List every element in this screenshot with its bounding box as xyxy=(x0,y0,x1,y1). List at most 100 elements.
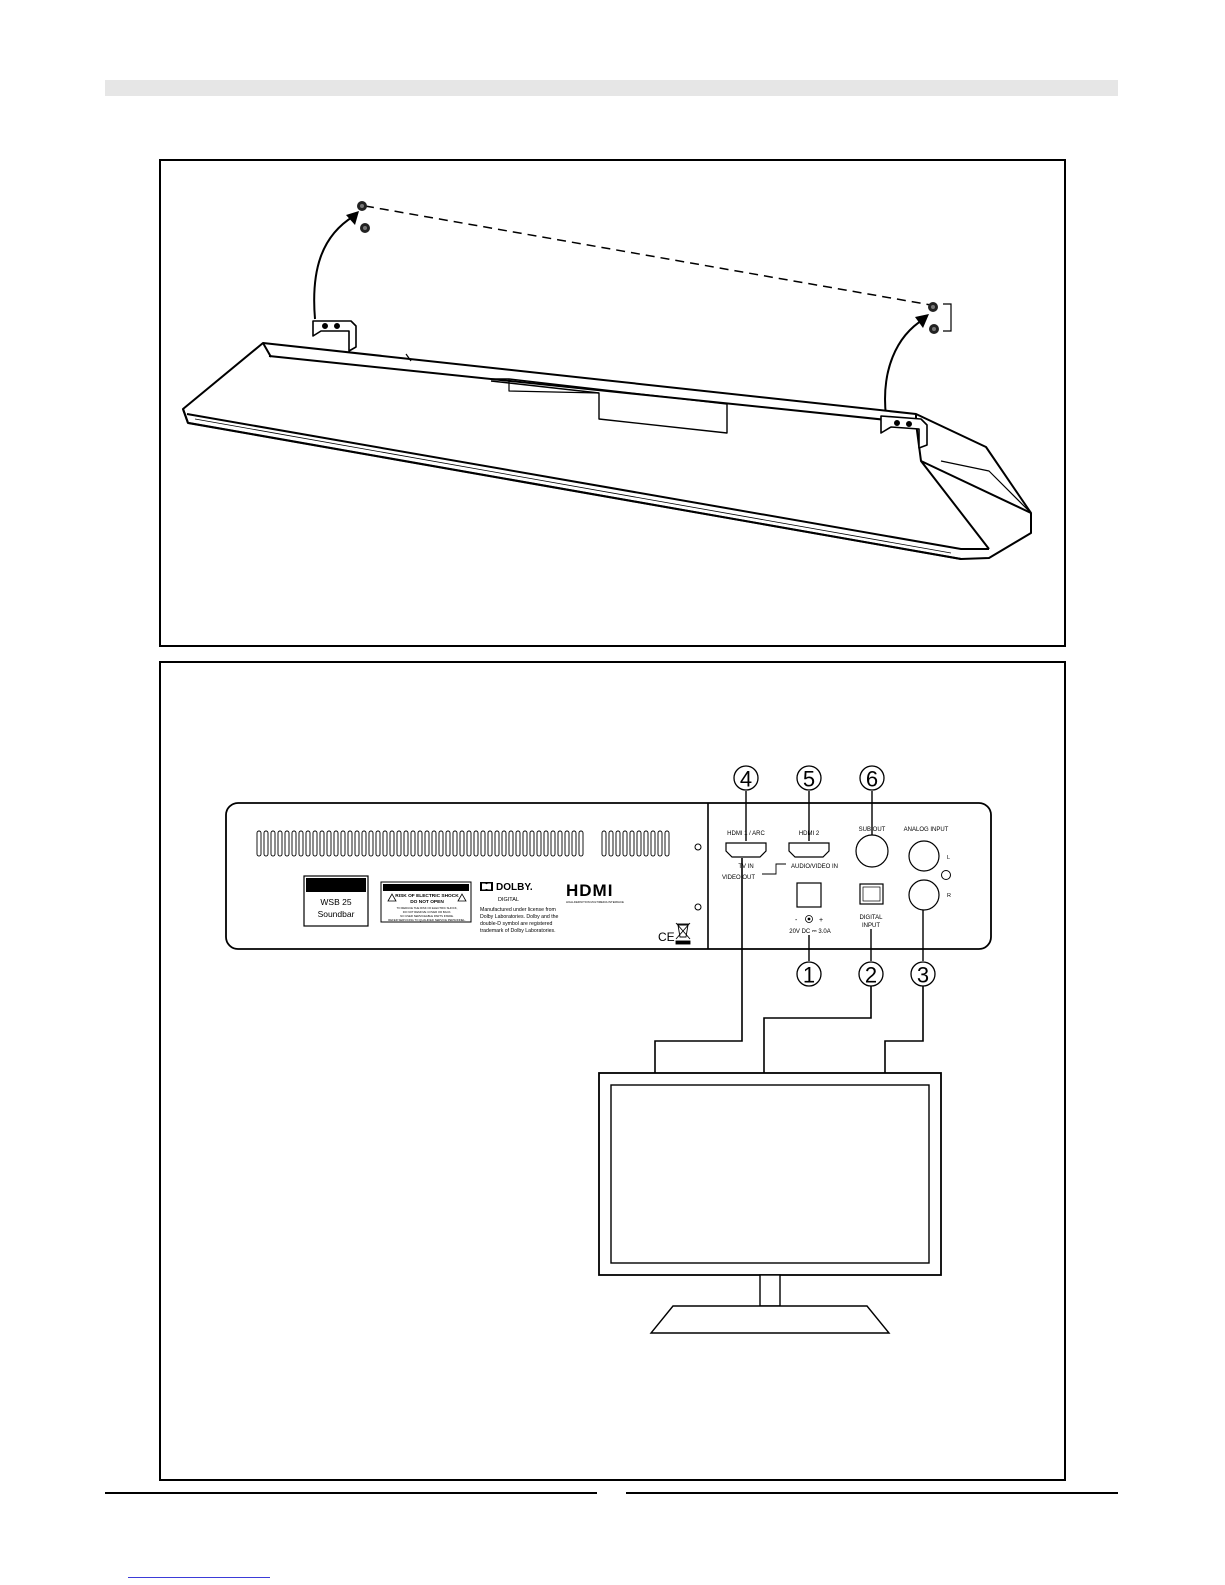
vent-slot xyxy=(382,830,388,857)
vent-slot xyxy=(326,830,332,857)
vent-slot xyxy=(403,830,409,857)
svg-text:2: 2 xyxy=(865,963,877,988)
vent-slot xyxy=(608,830,614,857)
vent-slot xyxy=(473,830,479,857)
soundbar-back-panel xyxy=(225,802,992,950)
caution-small2: DO NOT REMOVE COVER OR BACK. xyxy=(403,910,452,914)
audio-video-in-label: AUDIO/VIDEO IN xyxy=(791,864,838,870)
dolby-logo: DOLBY. xyxy=(496,882,533,893)
screw-icon xyxy=(357,201,367,211)
vent-slot xyxy=(277,830,283,857)
screw-icon xyxy=(929,324,939,334)
vent-slot xyxy=(550,830,556,857)
digital-input-label1: DIGITAL xyxy=(860,915,884,921)
analog-left-jack xyxy=(908,840,940,872)
caution-line2: DO NOT OPEN xyxy=(410,899,444,905)
header-bar xyxy=(105,80,1118,96)
vent-slot xyxy=(396,830,402,857)
warning-triangle-icon xyxy=(457,893,467,902)
vent-slot xyxy=(452,830,458,857)
tv-icon xyxy=(598,1072,942,1334)
callout-4: 4 xyxy=(733,765,759,792)
callout-5: 5 xyxy=(796,765,822,792)
vent-slot xyxy=(291,830,297,857)
analog-right-label: R xyxy=(947,893,951,899)
vent-slot xyxy=(431,830,437,857)
connection-illustration: Magnat WSB 25 Soundbar ATTENTION / CAUTI… xyxy=(225,765,992,1334)
vent-slot xyxy=(263,830,269,857)
vent-slot xyxy=(424,830,430,857)
caution-label: ATTENTION / CAUTION RISK OF ELECTRIC SHO… xyxy=(380,881,472,923)
caution-small1: TO REDUCE THE RISK OF ELECTRIC SHOCK, xyxy=(397,906,458,910)
vent-slot xyxy=(664,830,670,857)
vent-slot xyxy=(270,830,276,857)
vent-slot xyxy=(298,830,304,857)
vent-slot xyxy=(368,830,374,857)
vent-slot xyxy=(487,830,493,857)
weee-bin-icon xyxy=(675,922,691,945)
footer-link-underline[interactable] xyxy=(128,1577,270,1578)
digital-optical-port xyxy=(859,883,884,905)
power-dc-jack xyxy=(796,882,822,908)
vent-slot xyxy=(657,830,663,857)
callout-1: 1 xyxy=(796,961,822,988)
screw-icon xyxy=(928,302,938,312)
vent-slot xyxy=(340,830,346,857)
digital-input-label2: INPUT xyxy=(862,923,880,929)
analog-right-jack xyxy=(908,879,940,911)
brand-logo: Magnat xyxy=(315,878,357,892)
polarity-plus: + xyxy=(819,917,823,924)
dolby-text4: trademark of Dolby Laboratories. xyxy=(480,928,556,934)
callout-3: 3 xyxy=(910,961,936,988)
vent-slot xyxy=(312,830,318,857)
vent-slot xyxy=(389,830,395,857)
vent-slot xyxy=(578,830,584,857)
arrow-icon xyxy=(346,211,359,225)
status-led xyxy=(941,870,951,880)
vent-slot xyxy=(650,830,656,857)
arrow-icon xyxy=(915,314,929,328)
dolby-text3: double-D symbol are registered xyxy=(480,921,552,927)
product-name: Soundbar xyxy=(318,909,355,919)
vent-slot xyxy=(284,830,290,857)
svg-text:5: 5 xyxy=(803,767,815,792)
vent-slot xyxy=(557,830,563,857)
vent-slot xyxy=(347,830,353,857)
footer-rule-left xyxy=(105,1492,597,1494)
hdmi-tagline: HIGH-DEFINITION MULTIMEDIA INTERFACE xyxy=(566,900,624,904)
vent-slot xyxy=(417,830,423,857)
vent-slot xyxy=(629,830,635,857)
callout-leaders xyxy=(745,791,924,961)
connection-cables xyxy=(654,858,924,1087)
vent-slot xyxy=(636,830,642,857)
tv-in-label: TV IN xyxy=(738,864,753,870)
hdmi2-port xyxy=(788,842,830,858)
ce-mark: CE xyxy=(658,930,675,944)
vent-slot xyxy=(445,830,451,857)
dolby-logo-icon xyxy=(480,882,493,891)
vent-slot xyxy=(571,830,577,857)
vent-slot xyxy=(375,830,381,857)
vent-slot xyxy=(494,830,500,857)
mounting-diagram-panel xyxy=(159,159,1066,647)
caution-title: ATTENTION / CAUTION xyxy=(396,886,456,892)
vent-slot xyxy=(361,830,367,857)
vent-slots xyxy=(256,830,670,857)
caution-line1: RISK OF ELECTRIC SHOCK xyxy=(395,893,459,899)
screw-bracket xyxy=(943,303,952,332)
vent-slot xyxy=(529,830,535,857)
vent-slot xyxy=(508,830,514,857)
vent-slot xyxy=(601,830,607,857)
svg-text:6: 6 xyxy=(866,767,878,792)
dolby-text1: Manufactured under license from xyxy=(480,907,556,913)
vent-slot xyxy=(319,830,325,857)
vent-slot xyxy=(522,830,528,857)
dolby-block: DOLBY. DIGITAL Manufactured under licens… xyxy=(480,882,559,934)
vent-slot xyxy=(643,830,649,857)
power-rating-label: 20V DC ⎓ 3.0A xyxy=(789,929,830,935)
vent-slot xyxy=(501,830,507,857)
analog-input-label: ANALOG INPUT xyxy=(904,827,949,833)
dolby-text2: Dolby Laboratories. Dolby and the xyxy=(480,914,559,920)
vent-slot xyxy=(333,830,339,857)
model-name: WSB 25 xyxy=(320,897,351,907)
